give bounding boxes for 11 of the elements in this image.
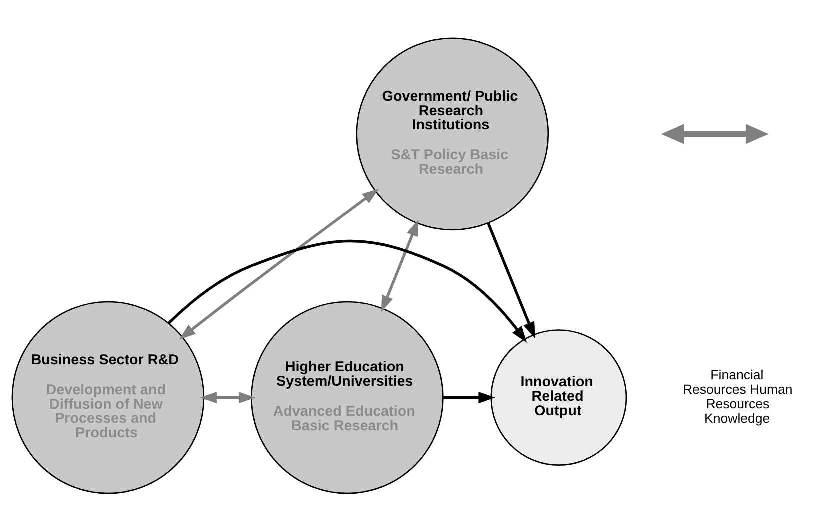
node-circle: Business Sector R&D Development and Diffusion of New Processes and Products [12, 300, 205, 494]
arrow [179, 188, 380, 340]
arrow [487, 222, 536, 338]
node-circle: Innovation Related Output [490, 329, 628, 466]
legend-label: Financial Resources Human Resources Knowledge [682, 367, 793, 426]
node-circle: Higher Education System/Universities Advanced Education Basic Research [250, 300, 444, 494]
arrow [381, 219, 419, 312]
arrow [168, 239, 528, 342]
node-circle: Government/ Public Research Institutions S&T Policy Basic Research [356, 37, 550, 230]
arrow [200, 391, 256, 404]
arrow [443, 391, 496, 404]
